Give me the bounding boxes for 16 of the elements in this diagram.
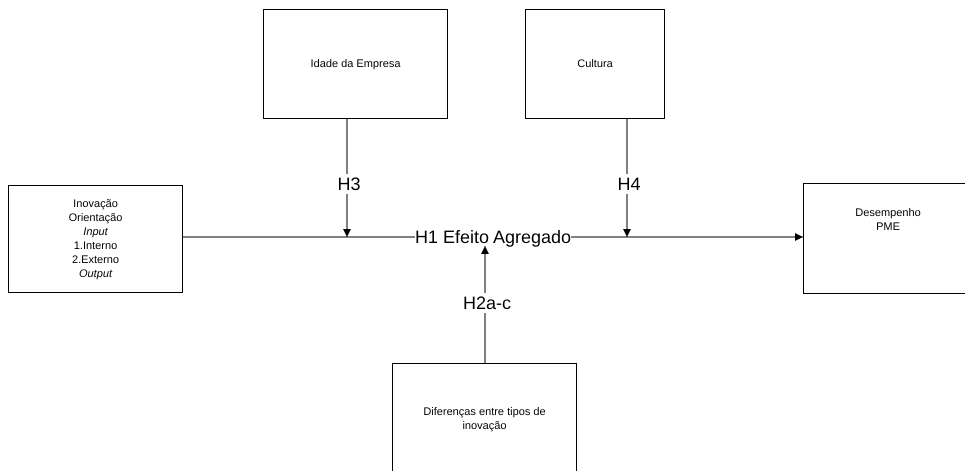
box-text: Desempenho PME	[854, 206, 922, 234]
process-box	[525, 9, 665, 119]
edge-label: H4	[616, 174, 642, 194]
arrow	[570, 233, 804, 241]
hypothesis-label: H1 Efeito Agregado	[414, 226, 572, 248]
box-text: Inovação Orientação Input 1.Interno 2.Externo Output	[68, 197, 124, 281]
process-box	[263, 9, 448, 119]
box-text: Cultura	[577, 57, 613, 71]
box-text: Diferenças entre tipos de inovação	[422, 405, 547, 433]
process-box	[8, 185, 183, 293]
connector-line	[182, 236, 416, 238]
box-text: Idade da Empresa	[310, 57, 400, 71]
edge-label: H3	[336, 174, 362, 194]
edge-label: H2a-c	[462, 293, 512, 313]
process-box	[392, 363, 577, 471]
process-box	[803, 183, 965, 294]
